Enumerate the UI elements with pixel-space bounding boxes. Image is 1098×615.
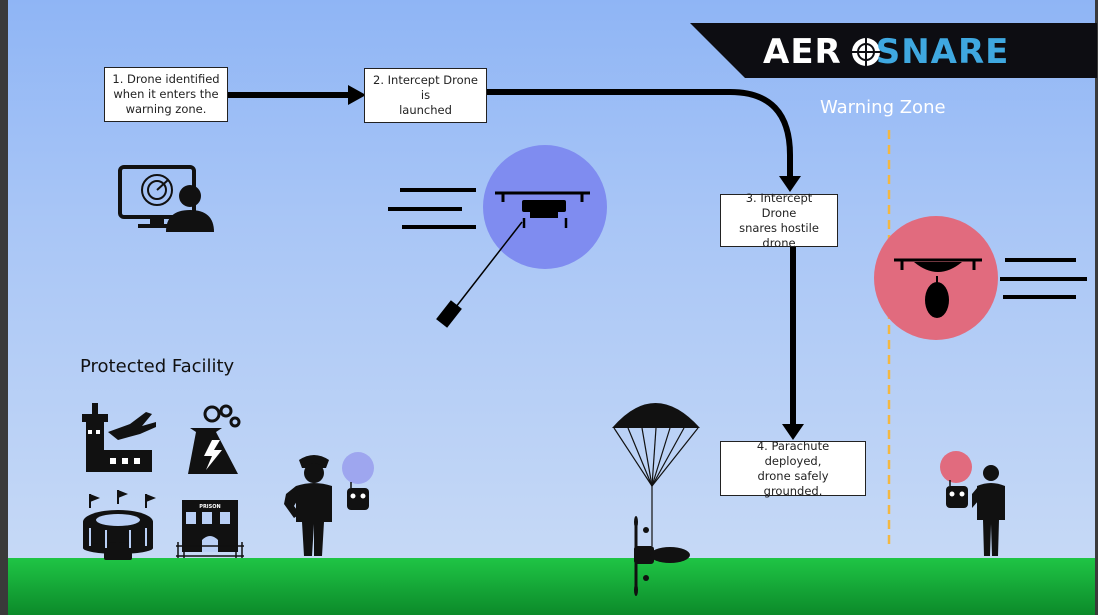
grounded-drone-icon [634,516,690,596]
crosshair-icon [852,38,880,66]
step-3-box: 3. Intercept Drone snares hostile drone [720,190,838,250]
prison-sign: PRISON [199,504,220,510]
warning-zone-label: Warning Zone [820,97,946,118]
arrowhead-down-2 [782,424,804,440]
hostile-drone-icon [894,258,982,318]
logo-part-aer: AER [763,32,842,72]
prison-icon [176,500,244,558]
parachute-icon [612,403,700,546]
step-2-line-1: 2. Intercept Drone is [373,73,478,102]
controller-icon-officer [347,482,369,510]
power-plant-icon [188,404,241,474]
step-2-box: 2. Intercept Drone is launched [364,68,487,123]
officer-signal-circle [342,452,374,484]
intercept-drone-icon [495,191,590,228]
step-1-box: 1. Drone identified when it enters the w… [104,67,228,122]
stadium-icon [83,490,156,560]
logo-part-snare: SNARE [875,32,1010,72]
speed-lines-left [388,188,476,229]
step-1-line-3: warning zone. [125,102,207,116]
step-4-line-1: 4. Parachute deployed, [756,438,830,468]
hostile-pilot-icon [972,465,1005,556]
step-4-box: 4. Parachute deployed, drone safely grou… [720,438,866,498]
protected-facility-label: Protected Facility [80,356,235,377]
step-3-line-1: 3. Intercept Drone [745,190,813,220]
step-3-line-2: snares hostile drone [739,220,819,250]
right-border [1095,0,1098,615]
airport-icon [82,403,156,472]
flow-arrows [228,89,796,426]
arrowhead-right [348,85,366,105]
logo-banner [690,23,1097,78]
intercept-drone-group [388,145,607,328]
arrowhead-down-1 [779,176,801,192]
step-1-line-1: 1. Drone identified [112,72,220,86]
aerosnare-logo: AER SNARE [763,30,1009,74]
ground-grass [8,558,1095,615]
step-2-line-2: launched [399,103,452,117]
arrow-step2-to-step3 [487,89,793,178]
step-4-line-2: drone safely grounded. [757,468,829,498]
left-border [0,0,8,615]
net-tether [451,221,523,313]
hostile-drone-group [874,216,1087,340]
radar-operator-icon [118,165,214,232]
bomb-payload-icon [925,282,949,318]
controller-icon-pilot [946,480,968,508]
speed-lines-right [1000,258,1087,299]
net-launcher-icon [436,300,462,328]
pilot-signal-circle [940,451,972,483]
security-officer-icon [284,455,332,556]
step-1-line-2: when it enters the [113,87,219,101]
